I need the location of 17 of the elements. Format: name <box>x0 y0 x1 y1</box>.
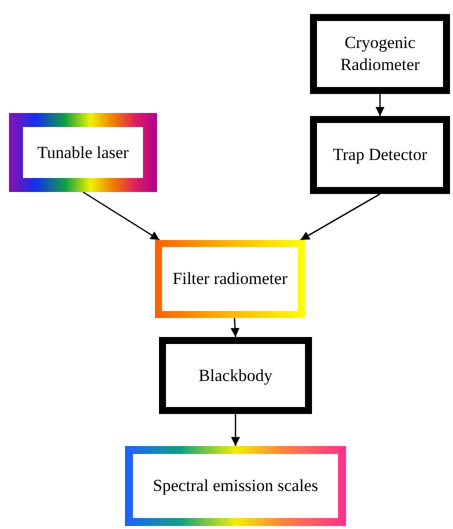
box-label: Trap Detector <box>332 144 428 166</box>
process-box <box>125 446 346 526</box>
box-label: Cryogenic Radiometer <box>339 32 421 76</box>
box-label: Blackbody <box>198 364 272 386</box>
box-label: Spectral emission scales <box>152 475 318 497</box>
arrow <box>300 193 380 241</box>
process-box <box>310 14 450 94</box>
arrow <box>376 94 384 116</box>
arrow <box>231 414 240 446</box>
box-label: Tunable laser <box>37 142 129 164</box>
process-box <box>310 116 450 194</box>
arrow <box>82 191 160 241</box>
process-box <box>155 240 305 318</box>
box-label: Filter radiometer <box>172 268 288 290</box>
arrow <box>230 318 240 338</box>
process-box <box>159 337 312 414</box>
process-box <box>9 113 157 192</box>
